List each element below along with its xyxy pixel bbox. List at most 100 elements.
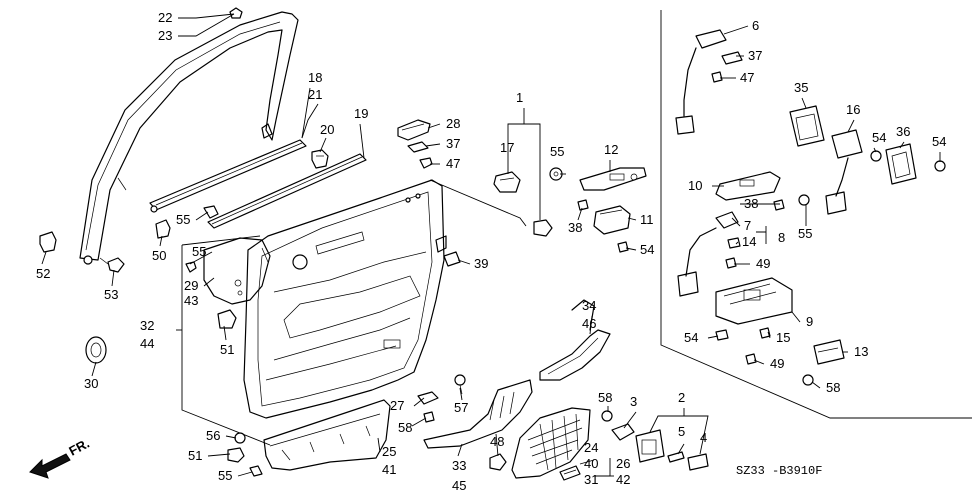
part-number-label: 50 [152, 248, 166, 263]
clip-38a [577, 199, 589, 211]
screw-54c [934, 160, 946, 172]
leader-line [159, 235, 163, 247]
part-number-label: 16 [846, 102, 860, 117]
part-number-label: 54 [640, 242, 654, 257]
leader-line [41, 251, 47, 265]
leader-line [413, 397, 425, 407]
front-direction-arrow [29, 453, 71, 479]
part-number-label: 47 [446, 156, 460, 171]
clip-14 [727, 237, 741, 249]
clip-top [229, 7, 243, 19]
speaker-grille [511, 407, 591, 479]
leader-line [411, 417, 427, 427]
leader-line [359, 123, 365, 159]
grommet-30 [85, 336, 107, 364]
part-number-label: 6 [752, 18, 759, 33]
clip-55a [203, 205, 219, 219]
part-number-label: 55 [192, 244, 206, 259]
part-labels: 2223182120195253505555294351324430283747… [36, 10, 946, 493]
outer-weatherstrip [149, 139, 307, 213]
clip-39 [443, 251, 461, 267]
part-number-label: 51 [188, 448, 202, 463]
part-number-label: 30 [84, 376, 98, 391]
part-number-label: 58 [398, 420, 412, 435]
part-number-label: 54 [932, 134, 946, 149]
leader-line [301, 87, 311, 139]
leader-line [301, 103, 319, 139]
cap-28 [397, 119, 431, 141]
switch-panel-10 [715, 171, 781, 201]
part-number-label: 57 [454, 400, 468, 415]
part-number-label: 2 [678, 390, 685, 405]
part-number-label: 23 [158, 28, 172, 43]
part-number-label: 55 [176, 212, 190, 227]
screw-47b [711, 71, 723, 83]
leader-line [319, 137, 327, 153]
part-number-label: 15 [776, 330, 790, 345]
harness-6 [675, 29, 727, 135]
leader-line [91, 361, 97, 377]
part-number-label: 53 [104, 287, 118, 302]
screw-49a [725, 257, 737, 269]
leader-line [753, 359, 765, 365]
part-number-label: 55 [550, 144, 564, 159]
part-number-label: 49 [756, 256, 770, 271]
part-number-label: 37 [748, 48, 762, 63]
part-number-label: 10 [688, 178, 702, 193]
part-number-label: 52 [36, 266, 50, 281]
leader-line [577, 207, 583, 221]
part-number-label: 27 [390, 398, 404, 413]
part-number-label: 4 [700, 430, 707, 445]
part-number-label: 58 [826, 380, 840, 395]
part-number-label: 38 [744, 196, 758, 211]
leader-line [203, 277, 215, 287]
screw-47a [419, 157, 433, 169]
leader-line [507, 108, 541, 220]
part-number-label: 39 [474, 256, 488, 271]
switch-panel-12 [579, 167, 647, 191]
part-number-label: 9 [806, 314, 813, 329]
screw-58c [802, 374, 814, 386]
switch-4 [687, 453, 709, 471]
part-number-label: 28 [446, 116, 460, 131]
part-number-label: 55 [218, 468, 232, 483]
leader-line [873, 147, 877, 153]
screw-49b [745, 353, 757, 365]
inner-weatherstrip [207, 153, 367, 229]
leader-line [495, 433, 499, 457]
leader-line [801, 97, 807, 109]
switch-9 [715, 277, 793, 325]
diagram-code: SZ33 -B3910F [736, 464, 822, 478]
leader-line [723, 25, 749, 35]
part-number-label: 32 [140, 318, 154, 333]
screw-55d [798, 194, 810, 206]
clip-17 [493, 171, 521, 193]
leader-line [625, 247, 637, 251]
door-lining [243, 179, 447, 419]
part-number-label: 3 [630, 394, 637, 409]
clip-53 [99, 257, 125, 273]
part-number-label: 20 [320, 122, 334, 137]
part-number-label: 44 [140, 336, 154, 351]
pocket-33 [423, 379, 533, 449]
tweeter-cover [203, 237, 271, 305]
part-number-label: 55 [798, 226, 812, 241]
part-number-label: 12 [604, 142, 618, 157]
part-number-label: 33 [452, 458, 466, 473]
switch-13 [813, 339, 845, 365]
bracket-37a [407, 141, 429, 153]
leader-line [178, 13, 235, 37]
leader-line [589, 315, 593, 335]
part-number-label: 47 [740, 70, 754, 85]
screw-15 [759, 327, 771, 339]
part-number-label: 54 [872, 130, 886, 145]
leader-line [225, 435, 237, 439]
leader-line [425, 143, 441, 147]
bracket-3 [611, 423, 635, 441]
leader-line [756, 226, 767, 244]
screw-58a [423, 411, 435, 423]
panel-divider [660, 10, 972, 419]
part-number-label: 7 [744, 218, 751, 233]
part-number-label: 21 [308, 87, 322, 102]
part-number-label: 14 [742, 234, 756, 249]
